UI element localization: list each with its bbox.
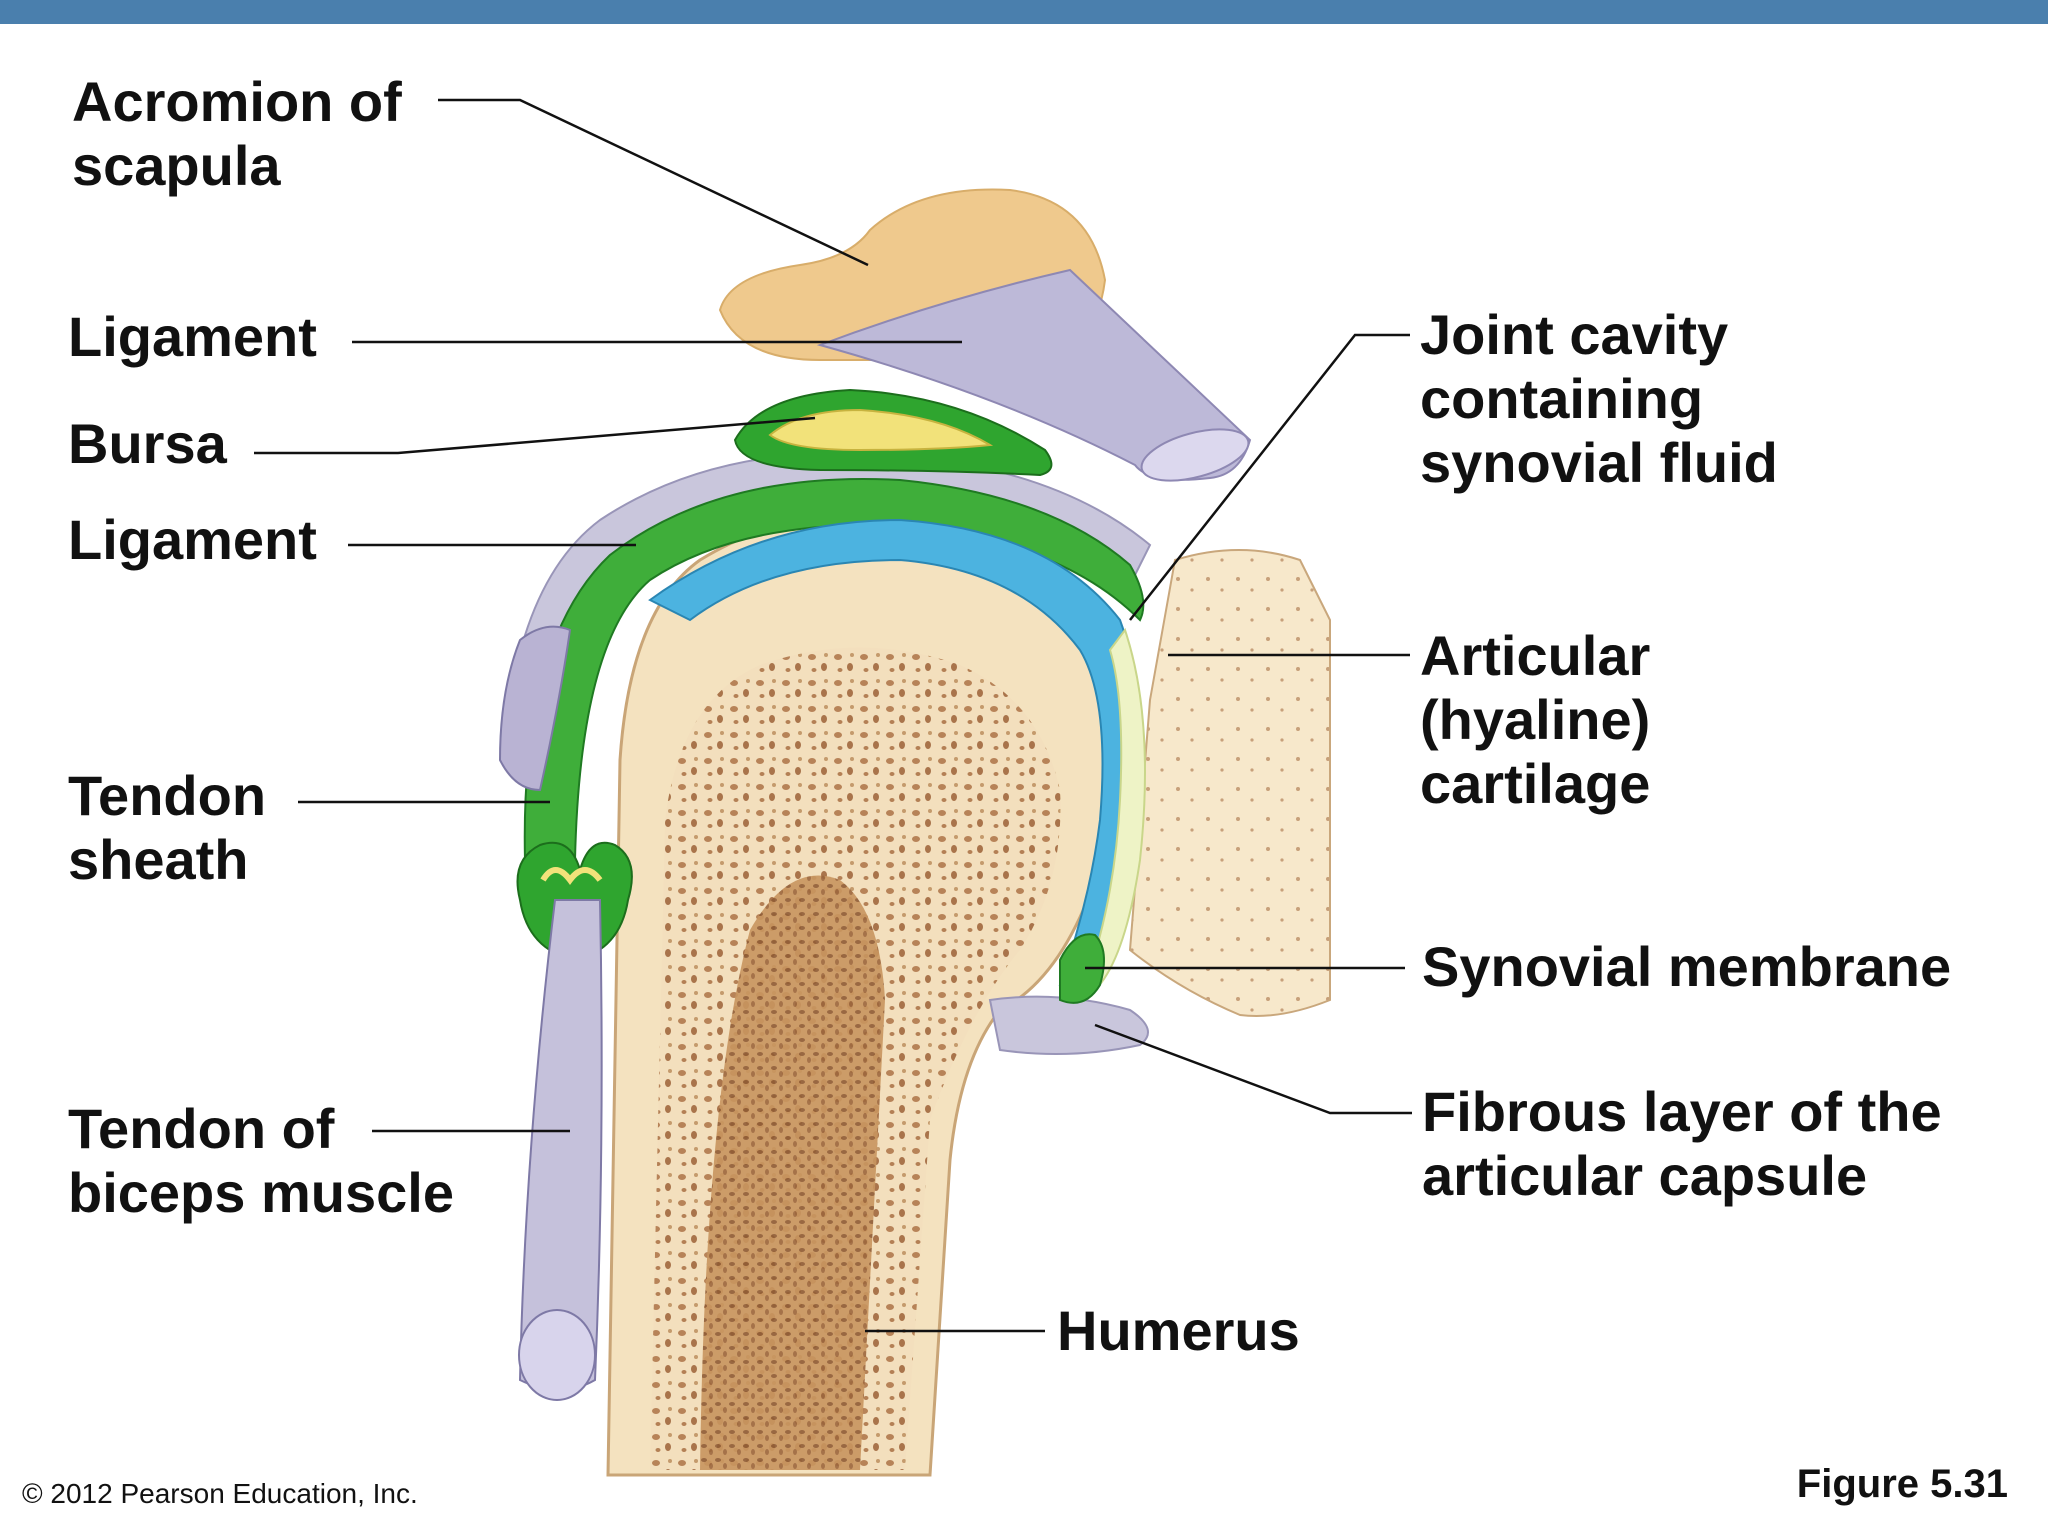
fibrous-layer-lower — [988, 995, 1149, 1055]
label-bursa: Bursa — [68, 412, 227, 475]
synovial-membrane-layer — [523, 477, 1145, 861]
label-synovial-membrane: Synovial membrane — [1422, 935, 1952, 998]
label-tendon-sheath-line2: sheath — [68, 828, 249, 891]
label-joint-cavity: Joint cavity containing synovial fluid — [1420, 303, 1778, 495]
leader-acromion — [438, 98, 869, 267]
label-acromion-line1: Acromion of — [72, 70, 402, 133]
label-cartilage-line2: (hyaline) — [1420, 688, 1651, 751]
bursa-fluid — [768, 408, 994, 452]
label-acromion-line2: scapula — [72, 134, 281, 197]
label-tendon-biceps-line1: Tendon of — [68, 1097, 335, 1160]
figure-number: Figure 5.31 — [1796, 1462, 2008, 1506]
label-tendon-biceps-line2: biceps muscle — [68, 1161, 454, 1224]
leader-lines — [254, 98, 1412, 1333]
label-tendon-sheath: Tendon sheath — [68, 764, 266, 892]
label-tendon-sheath-line1: Tendon — [68, 764, 267, 827]
label-fibrous-line1: Fibrous layer of the — [1422, 1080, 1942, 1143]
label-humerus: Humerus — [1057, 1299, 1300, 1362]
humerus-medullary — [700, 875, 885, 1470]
label-tendon-biceps: Tendon of biceps muscle — [68, 1097, 454, 1225]
label-articular-cartilage: Articular (hyaline) cartilage — [1420, 624, 1650, 816]
leader-fibrous — [1094, 1023, 1412, 1115]
label-joint-cavity-line1: Joint cavity — [1420, 303, 1729, 366]
leader-joint-cavity — [1129, 333, 1410, 621]
label-joint-cavity-line2: containing — [1420, 367, 1704, 430]
label-acromion: Acromion of scapula — [72, 70, 402, 198]
coracoacromial-ligament — [816, 268, 1252, 481]
label-ligament-top: Ligament — [68, 305, 317, 368]
biceps-tendon-upper — [498, 625, 572, 792]
scapula-glenoid — [1128, 549, 1331, 1017]
leader-bursa — [254, 416, 816, 455]
label-joint-cavity-line3: synovial fluid — [1420, 431, 1778, 494]
label-ligament-mid: Ligament — [68, 508, 317, 571]
label-fibrous-layer: Fibrous layer of the articular capsule — [1422, 1080, 1942, 1208]
label-fibrous-line2: articular capsule — [1422, 1144, 1868, 1207]
title-bar — [0, 0, 2048, 24]
copyright-text: © 2012 Pearson Education, Inc. — [22, 1478, 418, 1509]
label-cartilage-line3: cartilage — [1420, 752, 1651, 815]
synovial-lower-fold — [1059, 933, 1105, 1004]
label-cartilage-line1: Articular — [1420, 624, 1651, 687]
